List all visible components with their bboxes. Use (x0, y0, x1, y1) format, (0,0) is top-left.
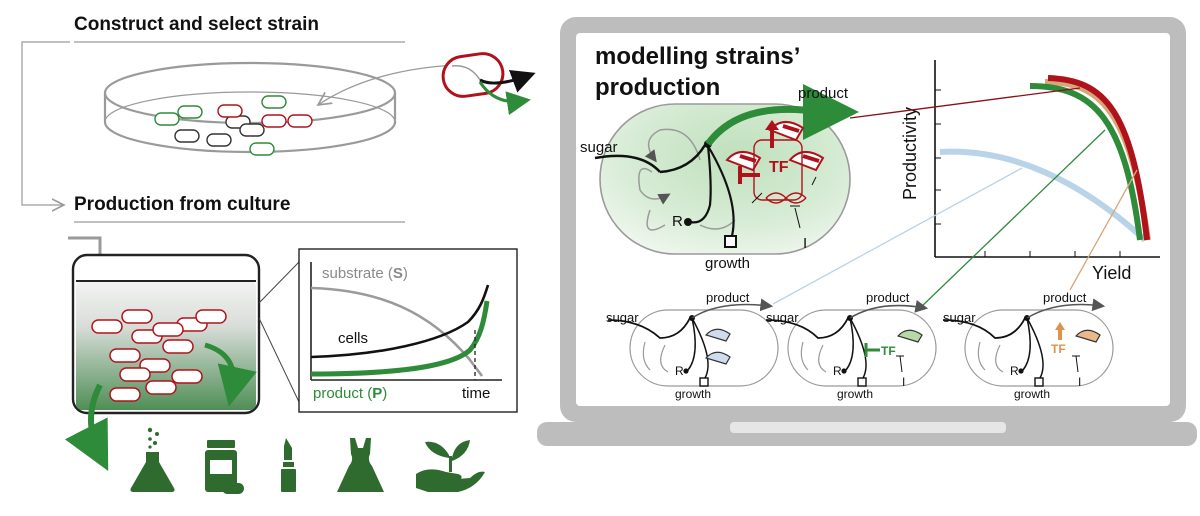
frontier-light-blue (939, 148, 1148, 243)
ylabel-productivity: Productivity (900, 107, 920, 200)
mini1-sugar-label: sugar (606, 310, 639, 325)
main-tf-label: TF (769, 159, 789, 176)
lipstick-icon (281, 438, 296, 492)
cells-curve (310, 284, 490, 359)
connector-mini3-to-chart (1069, 169, 1138, 291)
main-sugar-label: sugar (580, 139, 618, 156)
xlabel-yield: Yield (1092, 263, 1131, 283)
workflow-bracket-arrow (21, 41, 70, 205)
mini2-i-label: I (902, 375, 905, 389)
substrate-curve (310, 286, 484, 377)
mini3-r-label: R (1010, 364, 1019, 378)
main-growth-label: growth (705, 255, 750, 272)
flask-icon (130, 427, 175, 492)
plot-connector-bottom (258, 317, 300, 403)
product-curve (310, 300, 490, 377)
mini2-product-label: product (866, 290, 910, 305)
petri-dish (103, 61, 397, 154)
petri-dish-colonies (154, 95, 313, 156)
mini3-i-label: I (1078, 375, 1081, 389)
connector-mini1-to-chart (772, 167, 1023, 305)
select-to-model-arrow (318, 64, 456, 105)
product-label: product (P) (313, 385, 387, 402)
mini3-sugar-label: sugar (943, 310, 976, 325)
heading-modelling-line2: production (595, 74, 720, 101)
product-out-arrow (64, 383, 109, 472)
time-label: time (462, 385, 490, 402)
mini-cell-3: TF sugar product growth R I (942, 290, 1114, 401)
frontier-green (1029, 83, 1143, 241)
heading-production: Production from culture (74, 194, 290, 215)
substrate-label: substrate (S) (322, 265, 408, 282)
mini1-product-label: product (706, 290, 750, 305)
heading-construct: Construct and select strain (74, 14, 319, 35)
mini1-growth-label: growth (675, 387, 711, 401)
dress-icon (337, 438, 384, 492)
mini-cell-1: sugar product growth R (606, 290, 779, 401)
frontier-red (1047, 75, 1150, 241)
mini3-product-label: product (1043, 290, 1087, 305)
bioreactor-cells (91, 309, 227, 402)
mini1-r-label: R (675, 364, 684, 378)
connector-main-to-chart (849, 87, 1081, 119)
pill-bottle-icon (205, 440, 244, 494)
main-i-label: I (803, 235, 807, 252)
cells-label: cells (338, 330, 368, 347)
culture-mix-arrow (204, 342, 257, 407)
mini2-tf-label: TF (881, 344, 896, 358)
culture-kinetics-plot: substrate (S) cells product (P) time (298, 248, 518, 413)
plot-connector-top (258, 261, 300, 304)
main-cell-model: TF sugar product growth R I (580, 84, 859, 272)
mini3-growth-label: growth (1014, 387, 1050, 401)
mini2-sugar-label: sugar (766, 310, 799, 325)
mini2-r-label: R (833, 364, 842, 378)
selected-strain-cell (441, 52, 536, 116)
enzyme-gauges (725, 121, 825, 172)
plant-in-hand-icon (416, 440, 485, 492)
main-product-label: product (798, 85, 849, 102)
tradeoff-chart: Productivity Yield (900, 60, 1160, 283)
heading-modelling-line1: modelling strains’ (595, 43, 800, 70)
connector-mini2-to-chart (919, 129, 1106, 309)
mini-cell-2: TF sugar product growth R I (765, 290, 937, 401)
mini3-tf-label: TF (1051, 342, 1066, 356)
main-r-label: R (672, 213, 683, 230)
mini2-growth-label: growth (837, 387, 873, 401)
